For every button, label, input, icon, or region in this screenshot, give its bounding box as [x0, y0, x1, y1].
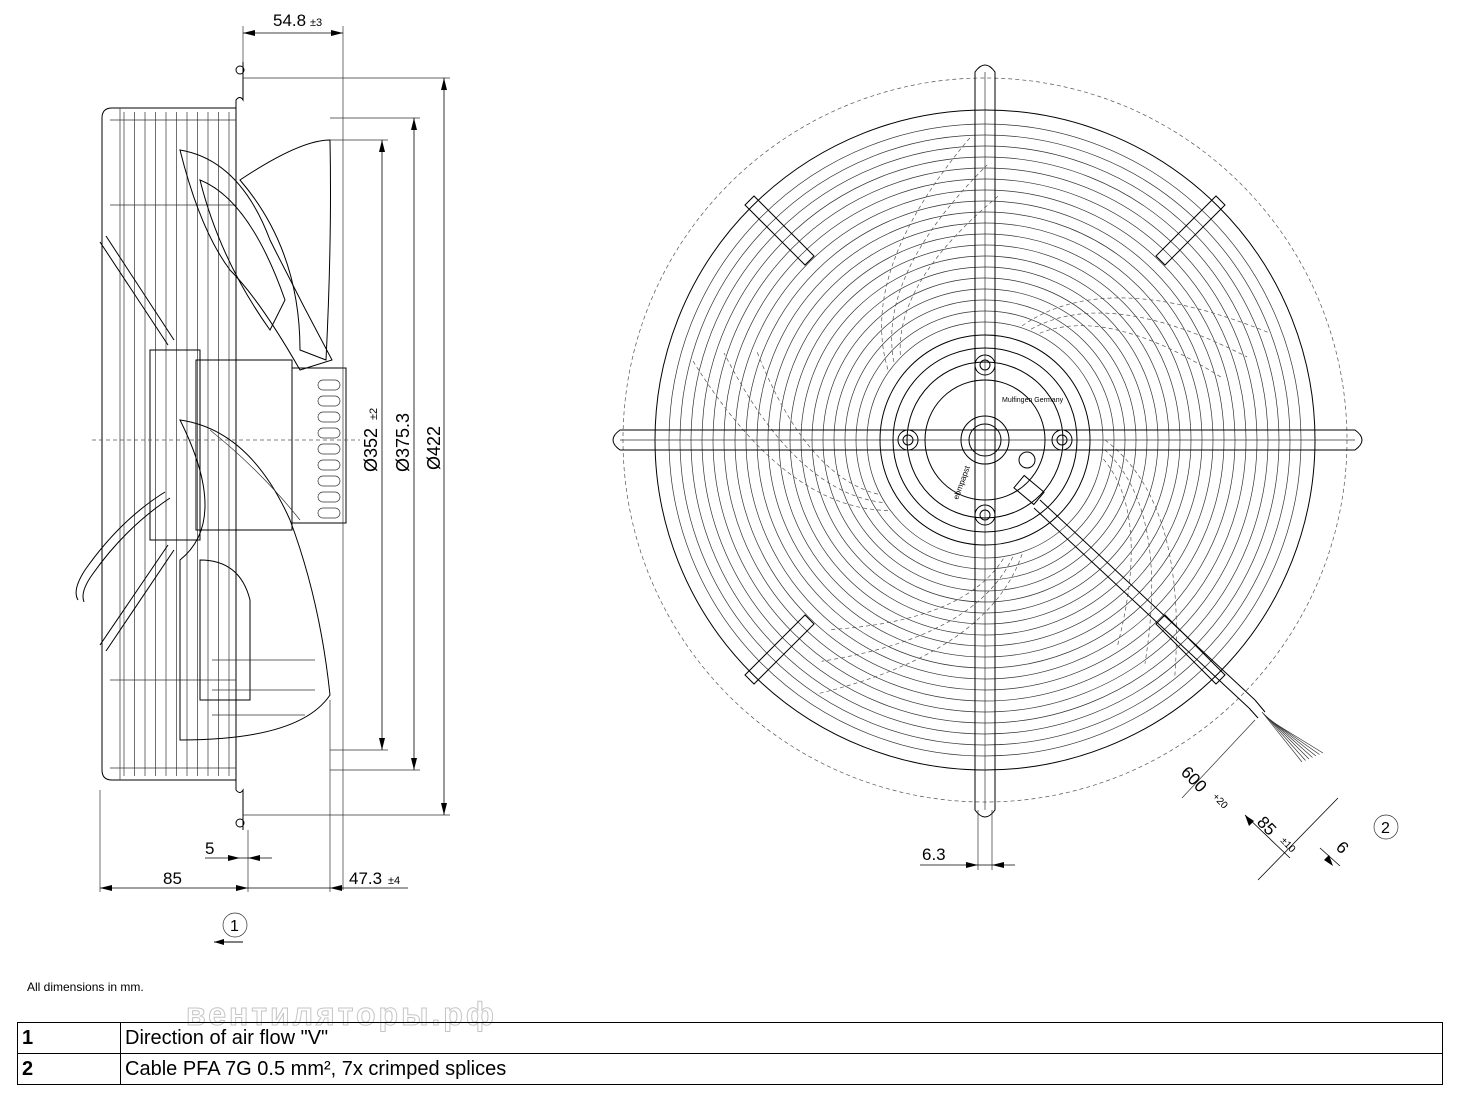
dim-dia-375: Ø375.3	[393, 413, 413, 472]
dim-54-8-tol: ±3	[310, 17, 322, 29]
cable-85-tol: ±10	[1278, 835, 1298, 855]
motor-cooling-fins	[317, 379, 341, 519]
dim-54-8: 54.8	[273, 11, 306, 30]
dim-85-left: 85	[163, 869, 182, 888]
guard-grille-side	[123, 112, 230, 776]
dim-6-3: 6.3	[922, 845, 946, 864]
legend-text: Direction of air flow "V"	[120, 1022, 1443, 1054]
callout-1: 1	[230, 918, 239, 935]
cable-600: 600	[1177, 763, 1210, 797]
front-view: ebmpapst Mulfingen Germany 6.3 600 +20 8…	[612, 64, 1399, 881]
legend-table: 1 Direction of air flow "V" 2 Cable PFA …	[17, 1022, 1443, 1085]
hub-brand-label: ebmpapst	[951, 464, 972, 501]
side-view: 54.8 ±3 Ø352 ±2 Ø375.3 Ø422 5 85 47.3 ±4…	[75, 11, 450, 945]
legend-row: 2 Cable PFA 7G 0.5 mm², 7x crimped splic…	[17, 1053, 1443, 1085]
callout-2-circle	[1373, 814, 1399, 840]
legend-num: 1	[17, 1022, 121, 1054]
dim-dia-352: Ø352	[361, 428, 381, 472]
legend-text: Cable PFA 7G 0.5 mm², 7x crimped splices	[120, 1053, 1443, 1085]
cable-600-tol: +20	[1210, 791, 1230, 811]
callout-2: 2	[1381, 820, 1390, 837]
technical-drawing: 54.8 ±3 Ø352 ±2 Ø375.3 Ø422 5 85 47.3 ±4…	[75, 11, 1399, 945]
dim-5: 5	[205, 839, 214, 858]
hub-screws	[897, 354, 1073, 526]
dim-47-3-tol: ±4	[388, 875, 400, 887]
cable-6: 6	[1332, 838, 1352, 858]
cable-85: 85	[1253, 813, 1280, 840]
cable-wires	[1261, 711, 1324, 763]
dim-dia-352-tol: ±2	[368, 408, 380, 420]
legend-num: 2	[17, 1053, 121, 1085]
hub-origin-label: Mulfingen Germany	[1002, 397, 1064, 404]
units-note: All dimensions in mm.	[27, 980, 144, 994]
impeller-blades	[690, 135, 1271, 695]
dim-dia-422: Ø422	[424, 426, 444, 470]
callout-1-circle	[222, 912, 248, 938]
dim-47-3: 47.3	[349, 869, 382, 888]
legend-row: 1 Direction of air flow "V"	[17, 1022, 1443, 1054]
